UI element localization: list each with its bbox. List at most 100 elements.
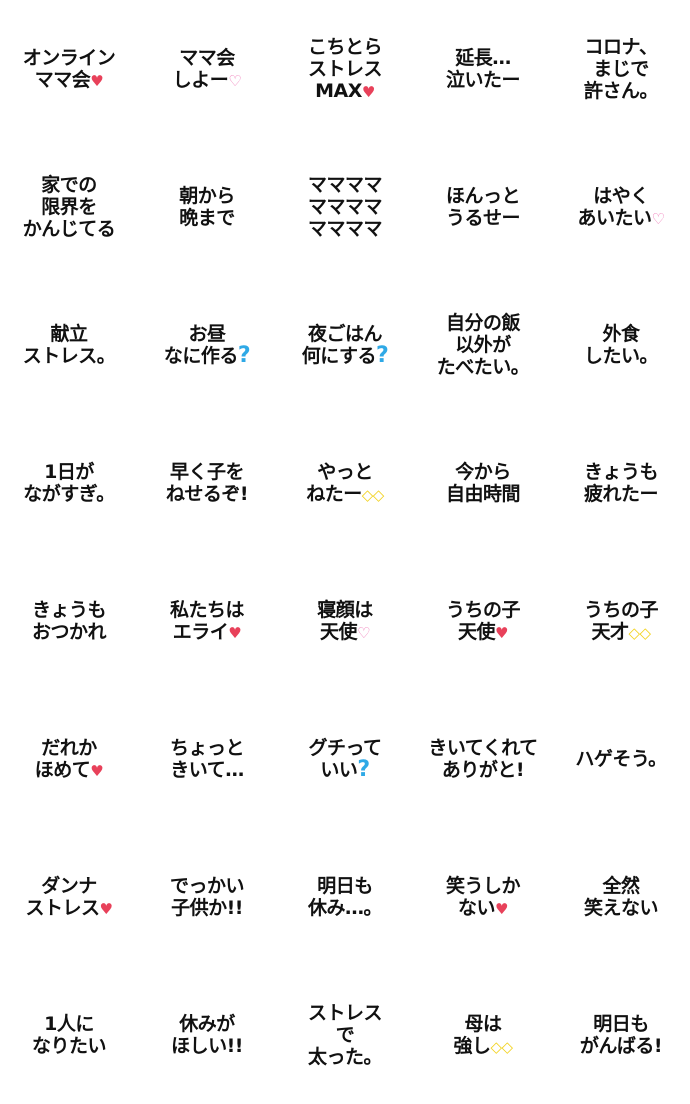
sticker-label: 夜ごはん 何にする? <box>302 323 389 367</box>
sticker-label: 外食 したい。 <box>583 323 659 367</box>
sticker-cell[interactable]: 家での 限界を かんじてる <box>0 138 138 276</box>
sticker-label: きょうも おつかれ <box>32 599 107 643</box>
sticker-text: 自分の飯 以外が たべたい。 <box>436 312 530 378</box>
heart-outline-icon: ♡ <box>651 209 665 228</box>
sticker-cell[interactable]: 笑うしか ない♥ <box>414 828 552 966</box>
sticker-text: 寝顔は 天使 <box>317 598 373 643</box>
sticker-text: でっかい 子供か!! <box>169 875 245 919</box>
sticker-cell[interactable]: 母は 強し◇◇ <box>414 966 552 1104</box>
sticker-cell[interactable]: 早く子を ねせるぞ! <box>138 414 276 552</box>
sticker-text: はやく あいたい <box>577 184 653 229</box>
sticker-cell[interactable]: 1日が ながすぎ。 <box>0 414 138 552</box>
sticker-text: だれか ほめて <box>34 736 97 781</box>
sticker-cell[interactable]: ストレス で 太った。 <box>276 966 414 1104</box>
sticker-label: こちとら ストレス MAX♥ <box>307 35 383 103</box>
sticker-text: 休みが ほしい!! <box>171 1013 243 1057</box>
sticker-cell[interactable]: 全然 笑えない <box>552 828 690 966</box>
sticker-label: ママママ ママママ ママママ <box>308 174 383 240</box>
sticker-label: うちの子 天使♥ <box>445 598 521 644</box>
sticker-text: 1日が ながすぎ。 <box>23 461 115 505</box>
sticker-text: 私たちは エライ <box>169 598 245 643</box>
sticker-cell[interactable]: グチって いい? <box>276 690 414 828</box>
sticker-cell[interactable]: 明日も 休み…。 <box>276 828 414 966</box>
sticker-cell[interactable]: 今から 自由時間 <box>414 414 552 552</box>
sticker-cell[interactable]: きょうも 疲れたー <box>552 414 690 552</box>
sticker-text: グチって いい <box>308 737 382 781</box>
question-mark-icon: ? <box>237 343 251 368</box>
sticker-text: ママ会 しよー <box>172 46 235 91</box>
sticker-cell[interactable]: ママ会 しよー♡ <box>138 0 276 138</box>
sticker-cell[interactable]: ママママ ママママ ママママ <box>276 138 414 276</box>
sticker-cell[interactable]: はやく あいたい♡ <box>552 138 690 276</box>
sticker-text: ハゲそう。 <box>575 748 667 770</box>
sticker-label: 献立 ストレス。 <box>23 323 116 367</box>
sparkle-icon: ◇◇ <box>490 1037 513 1056</box>
sticker-text: 1人に なりたい <box>31 1013 107 1057</box>
sticker-text: ちょっと きいて… <box>169 737 245 781</box>
sticker-label: 私たちは エライ♥ <box>169 598 245 644</box>
sticker-cell[interactable]: 夜ごはん 何にする? <box>276 276 414 414</box>
sticker-label: 全然 笑えない <box>584 875 659 919</box>
sticker-cell[interactable]: 朝から 晩まで <box>138 138 276 276</box>
question-mark-icon: ? <box>357 757 370 782</box>
sticker-label: 休みが ほしい!! <box>171 1013 243 1057</box>
sticker-text: 外食 したい。 <box>583 323 659 367</box>
sticker-cell[interactable]: だれか ほめて♥ <box>0 690 138 828</box>
heart-icon: ♥ <box>228 623 242 642</box>
sticker-label: 1人に なりたい <box>31 1013 107 1057</box>
sticker-text: 今から 自由時間 <box>445 461 521 505</box>
sticker-text: ダンナ ストレス <box>25 874 101 919</box>
sticker-text: うちの子 天使 <box>445 598 521 643</box>
sticker-cell[interactable]: こちとら ストレス MAX♥ <box>276 0 414 138</box>
sticker-cell[interactable]: やっと ねたー◇◇ <box>276 414 414 552</box>
sticker-label: だれか ほめて♥ <box>34 736 104 782</box>
sparkle-icon: ◇◇ <box>628 623 651 642</box>
sticker-label: ハゲそう。 <box>575 748 667 770</box>
sticker-cell[interactable]: ハゲそう。 <box>552 690 690 828</box>
sticker-text: 家での 限界を かんじてる <box>22 174 116 240</box>
sticker-cell[interactable]: 私たちは エライ♥ <box>138 552 276 690</box>
heart-outline-icon: ♡ <box>228 71 242 90</box>
sticker-cell[interactable]: ほんっと うるせー <box>414 138 552 276</box>
sticker-cell[interactable]: きょうも おつかれ <box>0 552 138 690</box>
sticker-cell[interactable]: 延長… 泣いたー <box>414 0 552 138</box>
sticker-cell[interactable]: 外食 したい。 <box>552 276 690 414</box>
sticker-text: 朝から 晩まで <box>179 185 235 229</box>
sticker-label: やっと ねたー◇◇ <box>306 461 384 506</box>
sticker-cell[interactable]: 自分の飯 以外が たべたい。 <box>414 276 552 414</box>
sticker-cell[interactable]: ダンナ ストレス♥ <box>0 828 138 966</box>
sticker-text: きいてくれて ありがと! <box>428 737 538 781</box>
sticker-cell[interactable]: ちょっと きいて… <box>138 690 276 828</box>
heart-icon: ♥ <box>90 71 104 90</box>
sticker-cell[interactable]: きいてくれて ありがと! <box>414 690 552 828</box>
sticker-label: 自分の飯 以外が たべたい。 <box>437 312 530 378</box>
sticker-text: 明日も がんばる! <box>579 1013 663 1057</box>
sticker-cell[interactable]: 1人に なりたい <box>0 966 138 1104</box>
sticker-cell[interactable]: お昼 なに作る? <box>138 276 276 414</box>
sticker-label: 明日も 休み…。 <box>307 875 383 919</box>
sticker-cell[interactable]: でっかい 子供か!! <box>138 828 276 966</box>
sparkle-icon: ◇◇ <box>361 485 385 504</box>
sticker-text: こちとら ストレス MAX <box>307 35 383 102</box>
heart-icon: ♥ <box>99 899 113 918</box>
sticker-label: ちょっと きいて… <box>169 737 245 781</box>
sticker-cell[interactable]: 明日も がんばる! <box>552 966 690 1104</box>
sticker-label: 笑うしか ない♥ <box>445 874 521 920</box>
sticker-cell[interactable]: オンライン ママ会♥ <box>0 0 138 138</box>
sticker-text: 笑うしか ない <box>445 874 521 919</box>
sticker-text: ほんっと うるせー <box>445 185 521 229</box>
sticker-label: グチって いい? <box>308 737 382 782</box>
heart-icon: ♥ <box>90 761 104 780</box>
sticker-label: はやく あいたい♡ <box>578 185 665 230</box>
sticker-cell[interactable]: うちの子 天才◇◇ <box>552 552 690 690</box>
sticker-cell[interactable]: 寝顔は 天使♡ <box>276 552 414 690</box>
sticker-label: 早く子を ねせるぞ! <box>166 461 249 505</box>
sticker-cell[interactable]: コロナ、 まじで 許さん。 <box>552 0 690 138</box>
sticker-cell[interactable]: うちの子 天使♥ <box>414 552 552 690</box>
sticker-cell[interactable]: 献立 ストレス。 <box>0 276 138 414</box>
sticker-label: 寝顔は 天使♡ <box>317 599 373 644</box>
sticker-cell[interactable]: 休みが ほしい!! <box>138 966 276 1104</box>
sticker-text: 明日も 休み…。 <box>307 875 383 919</box>
sticker-text: うちの子 天才 <box>583 598 659 643</box>
